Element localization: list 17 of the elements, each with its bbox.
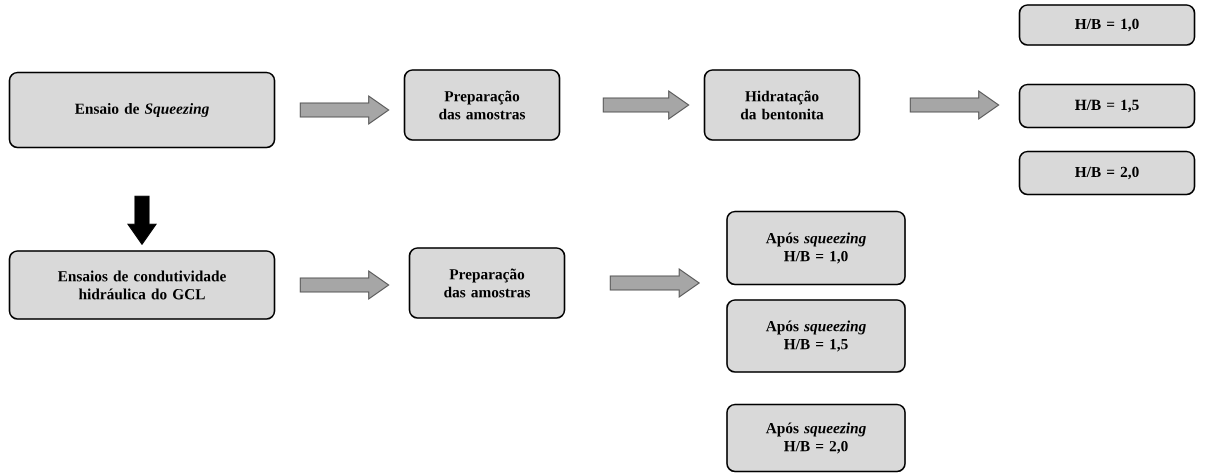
block-arrow [909,89,1000,121]
block-arrow [609,267,701,299]
process-box: Ensaio de Squeezing [8,71,276,149]
process-box: Após squeezing H/B = 1,5 [726,299,906,373]
process-box: Após squeezing H/B = 1,0 [726,210,906,286]
process-box: Preparação das amostras [408,247,566,319]
process-box: Após squeezing H/B = 2,0 [726,403,906,473]
process-box: Preparação das amostras [403,69,561,141]
block-arrow [299,94,390,126]
process-box: H/B = 1,5 [1018,83,1196,129]
block-arrow [602,89,690,121]
block-arrow [127,195,158,246]
process-box: Ensaios de condutividade hidráulica do GCL [8,250,276,320]
block-arrow [299,270,390,301]
process-box: Hidratação da bentonita [703,69,861,141]
process-box: H/B = 2,0 [1018,150,1196,196]
process-box: H/B = 1,0 [1018,4,1196,46]
